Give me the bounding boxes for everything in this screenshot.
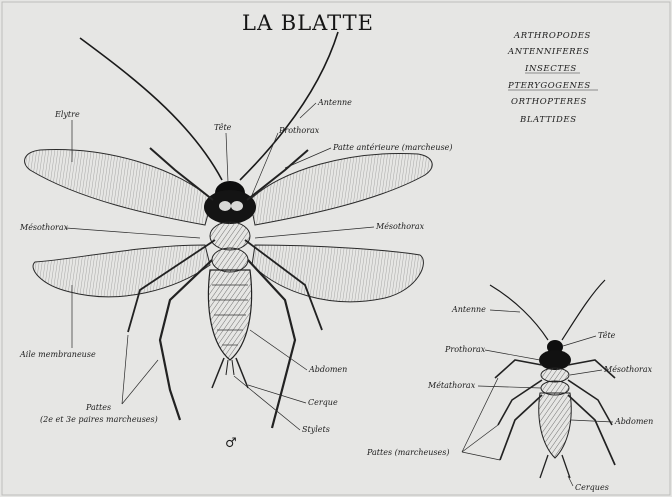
left-elytron	[25, 150, 212, 225]
small-prothorax	[539, 350, 571, 370]
small-label-tete: Tête	[598, 331, 616, 340]
label-tete: Tête	[214, 123, 232, 132]
small-left-antenna	[490, 285, 548, 340]
class-pterygogenes: PTERYGOGENES	[507, 81, 591, 91]
small-label-mesothorax: Mésothorax	[603, 365, 653, 374]
metathorax	[212, 248, 248, 272]
male-symbol: ♂	[225, 436, 237, 451]
small-label-prothorax: Prothorax	[444, 345, 486, 354]
label-elytre: Elytre	[54, 110, 80, 119]
small-label-metathorax: Métathorax	[427, 381, 476, 390]
small-label-abdomen: Abdomen	[614, 417, 653, 426]
label-antenne: Antenne	[317, 98, 352, 107]
label-cerque: Cerque	[308, 398, 338, 407]
small-label-cerques: Cerques	[575, 483, 609, 492]
label-pattes-paires: (2e et 3e paires marcheuses)	[40, 415, 158, 424]
winged-cockroach: ♂	[25, 32, 433, 451]
label-stylets: Stylets	[302, 425, 330, 434]
small-mesothorax	[541, 368, 569, 382]
label-mesothorax-left: Mésothorax	[19, 223, 69, 232]
label-abdomen: Abdomen	[308, 365, 347, 374]
small-abdomen	[539, 393, 571, 458]
left-cercus	[212, 358, 224, 388]
small-label-pattes: Pattes (marcheuses)	[366, 448, 450, 457]
label-pattes: Pattes	[85, 403, 111, 412]
class-antenniferes: ANTENNIFERES	[507, 47, 589, 57]
class-insectes: INSECTES	[524, 64, 577, 74]
label-prothorax: Prothorax	[278, 126, 320, 135]
small-label-antenne: Antenne	[451, 305, 486, 314]
class-blattides: BLATTIDES	[519, 115, 577, 125]
label-aile-membraneuse: Aile membraneuse	[19, 350, 96, 359]
label-patte-anterieure: Patte antérieure (marcheuse)	[332, 143, 453, 152]
small-labels: Antenne Tête Prothorax Mésothorax Métath…	[366, 305, 653, 492]
right-elytron	[250, 153, 432, 225]
label-mesothorax-right: Mésothorax	[375, 222, 425, 231]
left-hindwing	[33, 245, 210, 297]
right-cercus	[236, 358, 248, 388]
mesothorax	[210, 222, 250, 250]
plate-title: LA BLATTE	[242, 11, 374, 35]
class-orthopteres: ORTHOPTERES	[511, 97, 587, 107]
stylets	[226, 360, 234, 375]
class-arthropodes: ARTHROPODES	[513, 31, 591, 41]
small-cockroach	[490, 280, 615, 478]
classification-list: ARTHROPODES ANTENNIFERES INSECTES PTERYG…	[507, 31, 598, 125]
